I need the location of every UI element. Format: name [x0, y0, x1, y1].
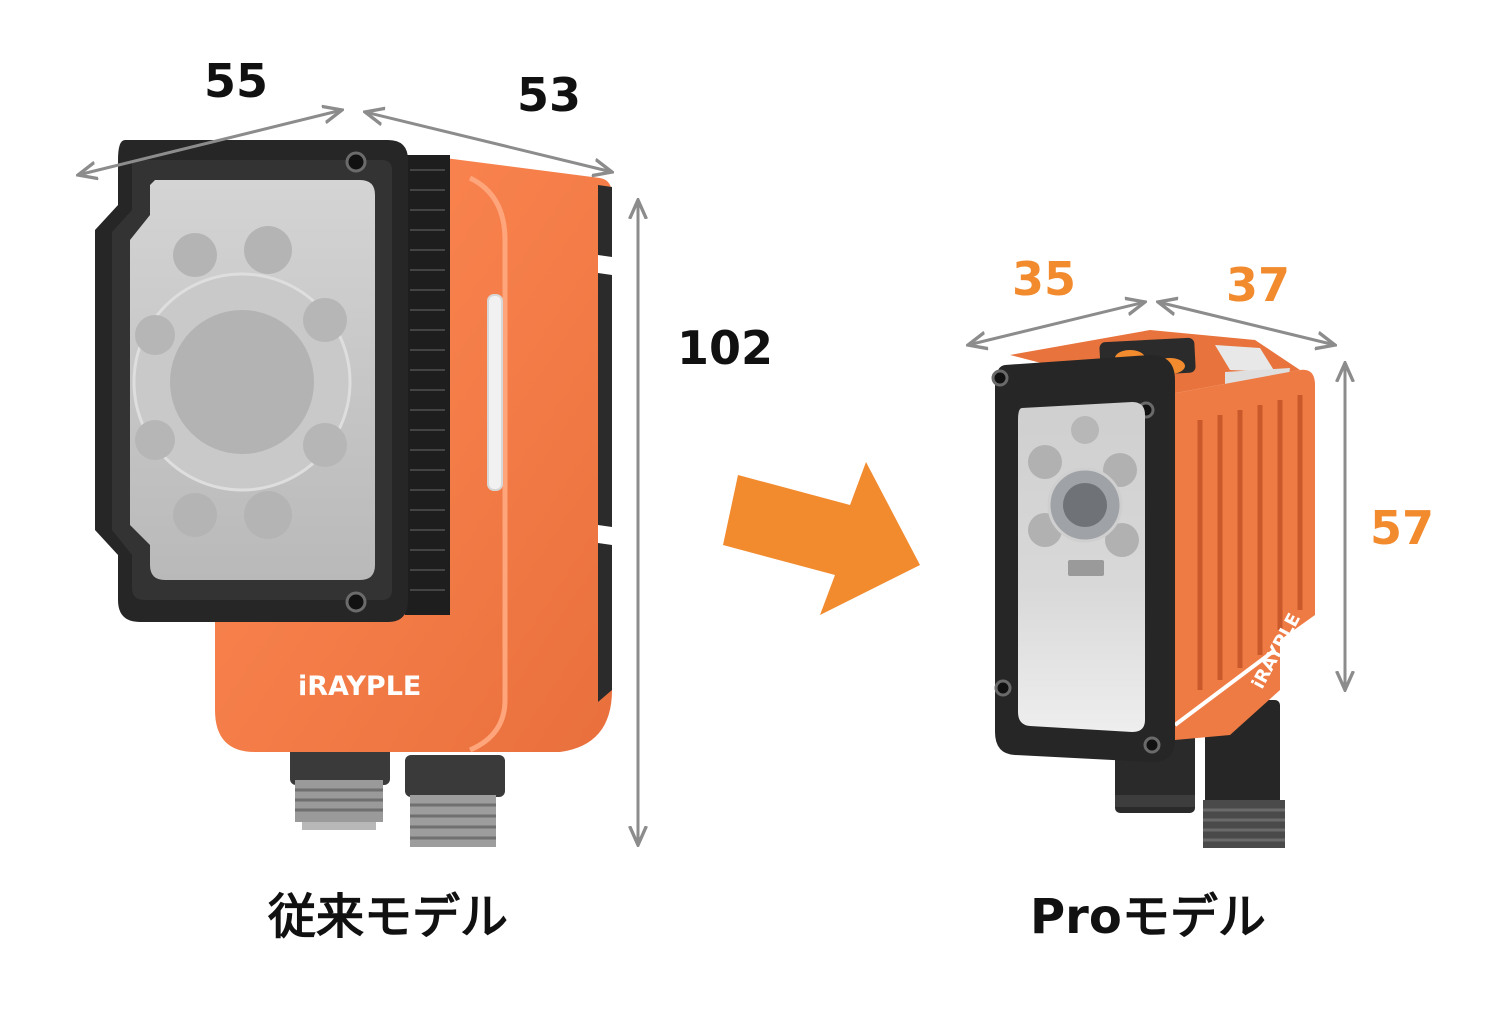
- pro-width-label: 35: [1012, 252, 1077, 306]
- pro-height-label: 57: [1370, 501, 1435, 555]
- old-brand-logo: iRAYPLE: [298, 671, 421, 702]
- old-camera: iRAYPLE: [95, 140, 612, 847]
- old-width-line: [78, 110, 342, 175]
- pro-model-caption: Proモデル: [1030, 889, 1266, 945]
- pro-camera: iRAYPLE: [991, 330, 1315, 848]
- old-connector-right: [405, 755, 505, 847]
- pro-width-line: [968, 302, 1145, 345]
- old-height-label: 102: [677, 321, 774, 375]
- pro-depth-label: 37: [1226, 258, 1291, 312]
- old-depth-label: 53: [517, 68, 582, 122]
- transition-arrow: [723, 462, 920, 615]
- old-model-caption: 従来モデル: [268, 889, 509, 945]
- pro-depth-line: [1158, 302, 1335, 345]
- old-width-label: 55: [204, 54, 269, 108]
- old-connector-left: [290, 745, 390, 830]
- old-depth-line: [365, 112, 612, 172]
